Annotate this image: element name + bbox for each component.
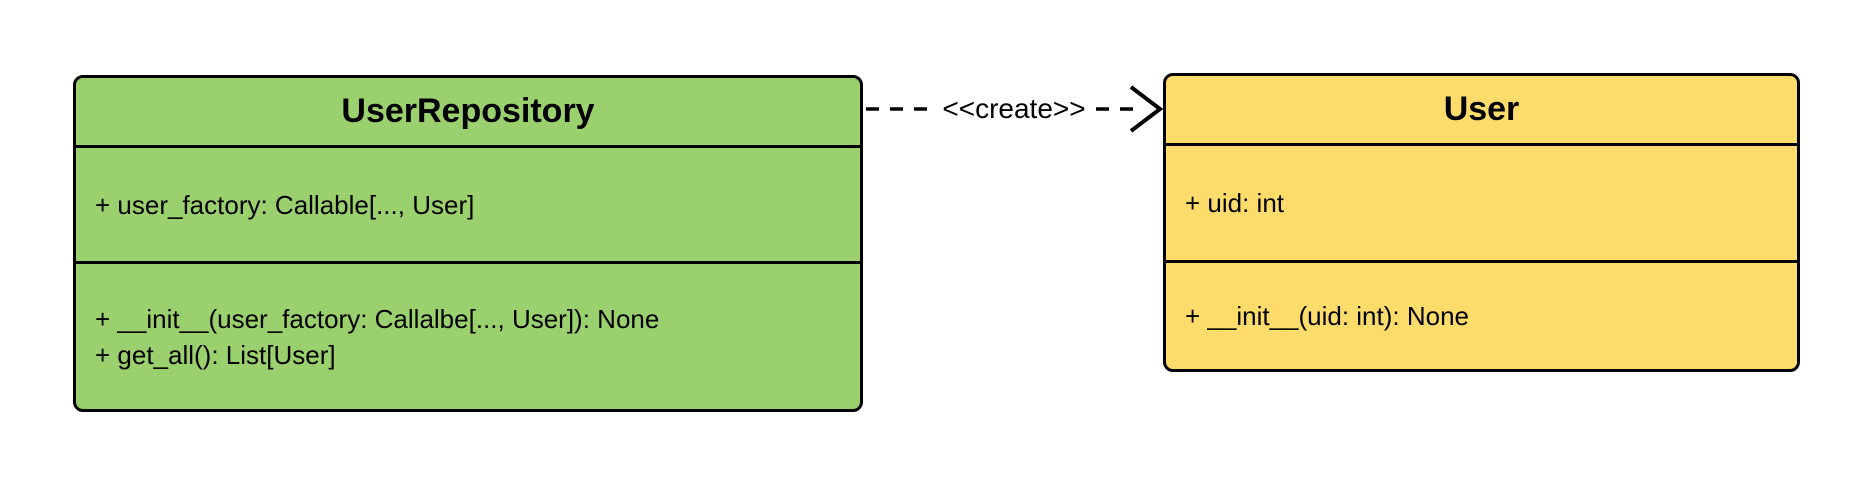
class-box-user-repository: UserRepository + user_factory: Callable[… (73, 75, 863, 412)
class-methods-section: + __init__(user_factory: Callalbe[..., U… (76, 264, 860, 409)
attribute-line: + user_factory: Callable[..., User] (95, 189, 475, 220)
open-arrowhead-icon (1129, 85, 1164, 133)
class-title: UserRepository (76, 78, 860, 148)
relation-label: <<create>> (942, 93, 1085, 124)
method-line: + __init__(uid: int): None (1185, 301, 1470, 331)
class-title: User (1166, 76, 1797, 146)
method-line: + __init__(user_factory: Callalbe[..., U… (95, 303, 660, 334)
class-attributes-section: + uid: int (1166, 146, 1797, 263)
attribute-line: + uid: int (1185, 188, 1285, 218)
class-box-user: User + uid: int + __init__(uid: int): No… (1163, 73, 1800, 372)
method-line: + get_all(): List[User] (95, 339, 336, 370)
class-methods-section: + __init__(uid: int): None (1166, 263, 1797, 369)
class-attributes-section: + user_factory: Callable[..., User] (76, 148, 860, 264)
